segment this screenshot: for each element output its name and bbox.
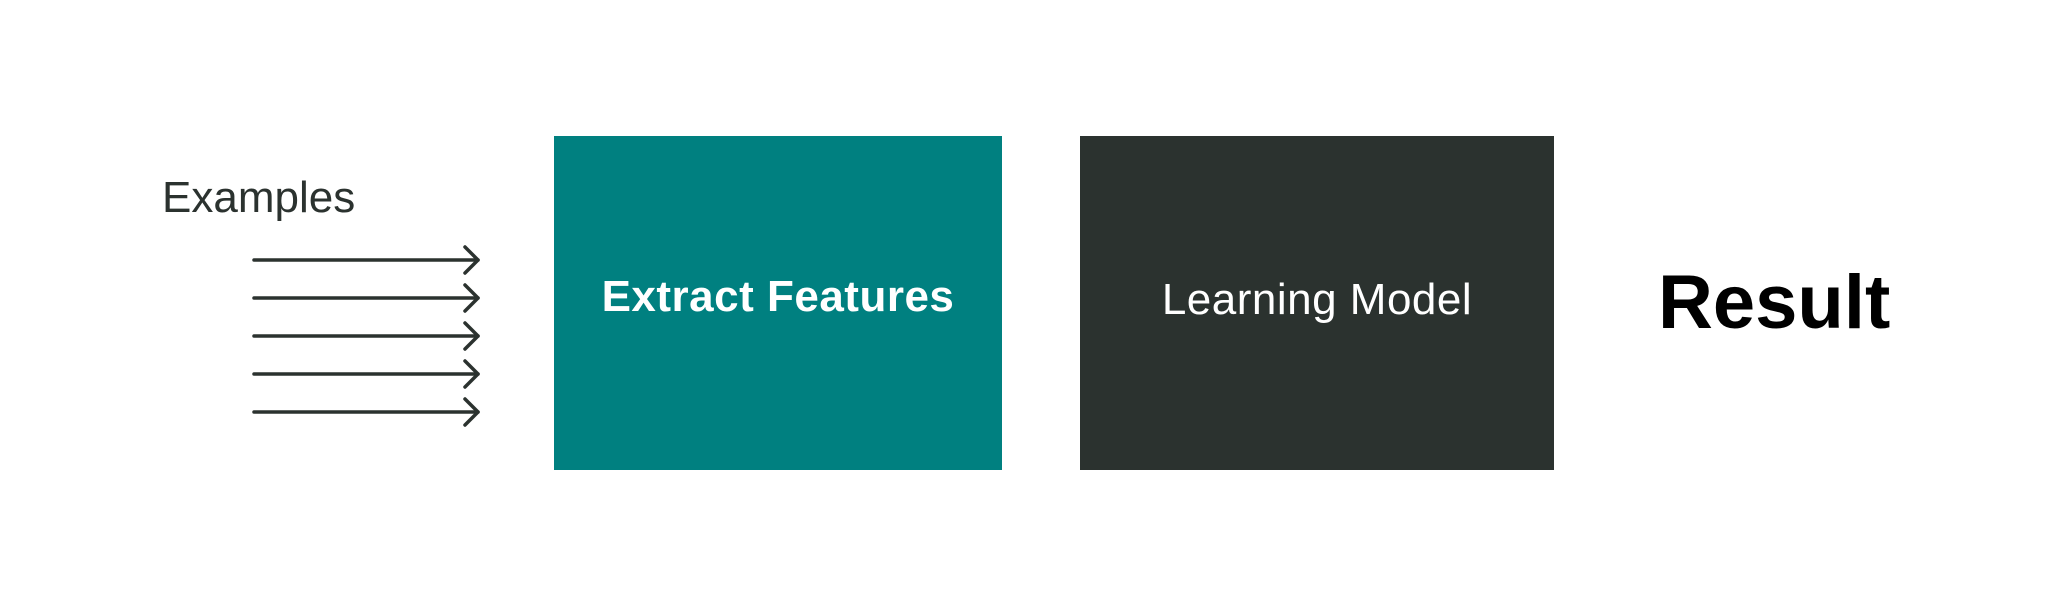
input-arrow [252, 397, 480, 427]
extract-features-label: Extract Features [601, 272, 955, 321]
learning-model-label: Learning Model [1161, 275, 1473, 324]
input-arrow [252, 321, 480, 351]
input-arrow [252, 283, 480, 313]
result-label: Result [1658, 260, 1891, 345]
input-arrow [252, 359, 480, 389]
learning-model-box: Learning Model [1080, 136, 1554, 470]
examples-label: Examples [162, 173, 356, 222]
input-arrows [252, 245, 480, 427]
input-arrow [252, 245, 480, 275]
extract-features-box: Extract Features [554, 136, 1002, 470]
